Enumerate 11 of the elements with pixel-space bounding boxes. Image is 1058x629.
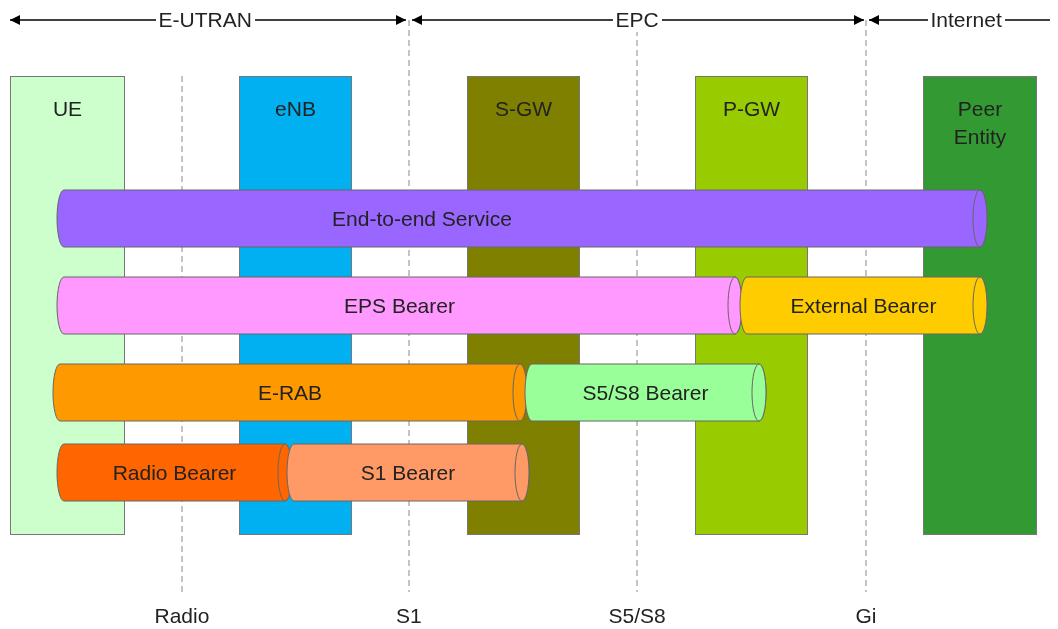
bearer-tube: EPS Bearer bbox=[57, 277, 742, 334]
bearer-tube: S1 Bearer bbox=[287, 444, 529, 501]
interface-label: S5/S8 bbox=[608, 604, 666, 628]
bearer-tube: External Bearer bbox=[740, 277, 987, 334]
interface-label: Radio bbox=[154, 604, 210, 628]
bearer-tube: S5/S8 Bearer bbox=[525, 364, 766, 421]
interface-label: Gi bbox=[855, 604, 877, 628]
bearer-tube: End-to-end Service bbox=[57, 190, 987, 247]
interface-label: S1 bbox=[396, 604, 422, 628]
bearer-tube: E-RAB bbox=[53, 364, 527, 421]
bearer-tube: Radio Bearer bbox=[57, 444, 292, 501]
